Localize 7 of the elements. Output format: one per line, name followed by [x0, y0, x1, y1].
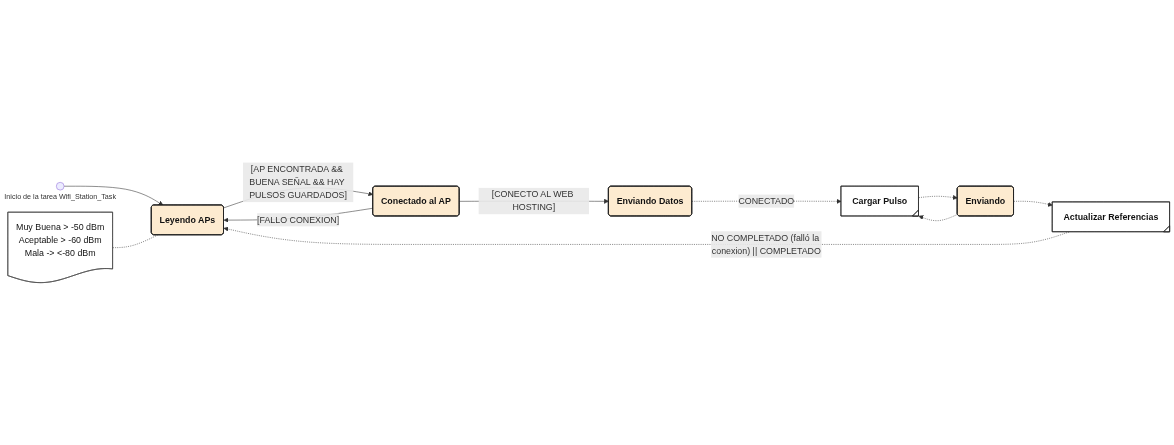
edge-label: CONECTADO — [738, 196, 795, 206]
edge-label: [FALLO CONEXION] — [257, 214, 340, 225]
connector — [112, 234, 158, 248]
edge-label: [AP ENCONTRADA && BUENA SEÑAL && HAY PULSOS GUARDADOS] — [249, 164, 347, 200]
edge-label: [CONECTO AL WEB HOSTING] — [491, 189, 574, 213]
edge-label: NO COMPLETADO (falló la conexion) || COMPLETADO — [711, 232, 821, 256]
node-circle — [56, 182, 65, 191]
